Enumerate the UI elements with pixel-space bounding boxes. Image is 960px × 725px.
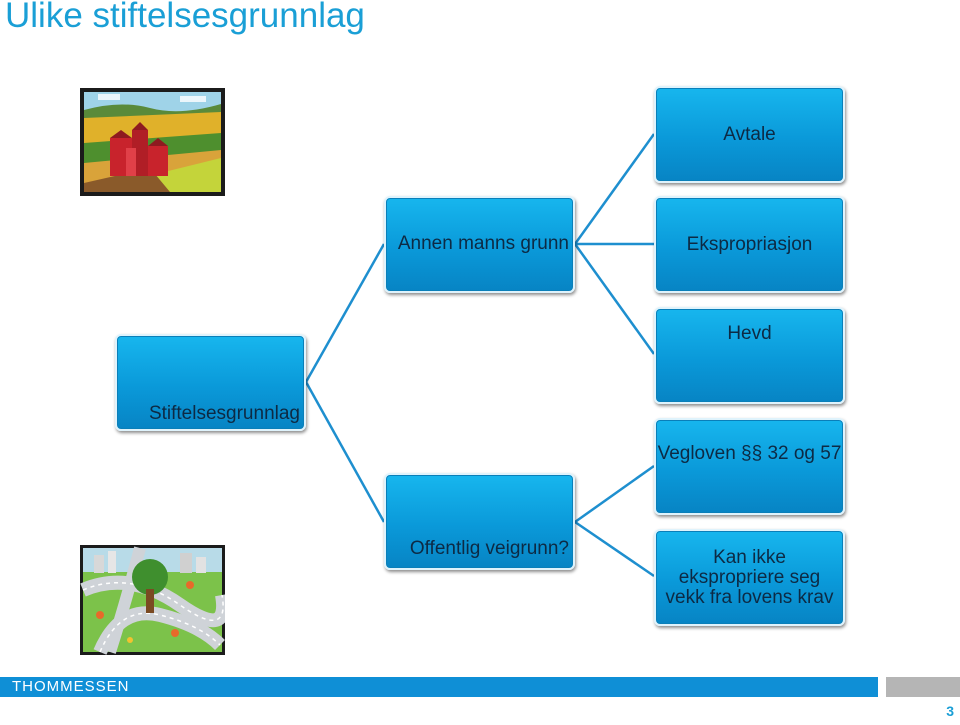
connector-root-annen [304,243,386,383]
page-number: 3 [946,703,954,719]
connector-offentlig-vegloven [574,464,655,524]
node-annen-manns-grunn: Annen manns grunn [384,196,575,293]
node-kan-ikke: Kan ikke ekspropriere seg vekk fra loven… [654,529,845,626]
node-stiftelsesgrunnlag: Stiftelsesgrunnlag [115,334,306,431]
node-ekspropriasjon: Ekspropriasjon [654,196,845,293]
roads-clipart-icon [80,545,225,655]
company-logo: THOMMESSEN [12,678,130,695]
node-avtale: Avtale [654,86,845,183]
connector-offentlig-kanikke [574,520,655,578]
node-offentlig-veigrunn: Offentlig veigrunn? [384,473,575,570]
node-label: Annen manns grunn [397,233,569,254]
node-label: Stiftelsesgrunnlag [148,403,300,424]
node-label: Avtale [723,123,776,145]
node-label: Ekspropriasjon [686,233,813,255]
node-vegloven: Vegloven §§ 32 og 57 [654,418,845,515]
connector-annen-avtale [573,133,656,245]
page-title: Ulike stiftelsesgrunnlag [5,0,365,35]
node-label: Kan ikke ekspropriere seg vekk fra loven… [665,546,834,608]
connector-annen-hevd [573,243,656,355]
node-hevd: Hevd [654,307,845,404]
connector-root-offentlig [304,381,386,523]
footer-accent [886,677,960,697]
farm-clipart-icon [80,88,225,196]
node-label: Hevd [727,323,772,344]
footer-bar [0,677,878,697]
node-label: Offentlig veigrunn? [409,538,569,559]
node-label: Vegloven §§ 32 og 57 [657,443,842,464]
